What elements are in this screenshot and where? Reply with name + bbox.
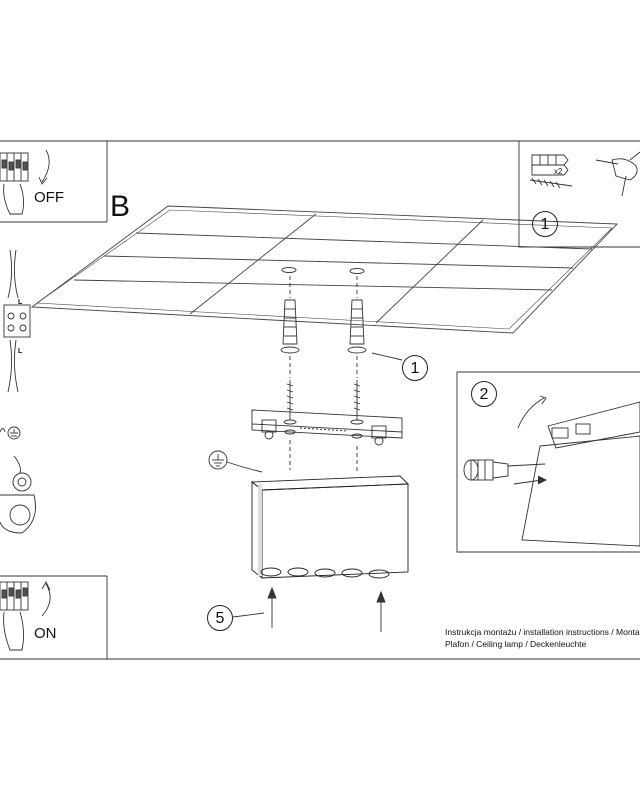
breaker-on-icon [0,581,51,651]
screw-left [283,380,297,425]
connector-step-number: 2 [471,381,497,407]
screw-right [350,380,364,425]
tools-quantity: x2 [554,167,563,176]
page-frame [0,140,640,660]
connector-panel-frame [456,371,640,553]
mount-callout-leader [232,612,265,618]
connector-plug-icon [463,459,548,485]
anchor-callout-leader [371,352,403,361]
mounting-bracket [251,409,403,446]
product-caption: Plafon / Ceiling lamp / Deckenleuchte [445,639,587,649]
wall-plugs-icon [529,154,573,189]
power-on-label: ON [34,625,57,642]
wiring-terminal-icon [3,249,31,393]
ceiling-lamp-body [250,475,410,579]
wall-plug-left [280,276,300,354]
drill-holes [281,267,365,274]
tools-step-number: 1 [532,211,558,237]
wire-label-bottom: L [18,348,23,355]
instructions-caption: Instrukcja montażu / installation instru… [445,627,640,637]
mount-callout: 5 [207,605,233,631]
wire-label-top: L [18,299,23,306]
ground-icon [208,450,263,473]
anchor-callout: 1 [402,355,428,381]
wall-plug-right [347,276,367,354]
tools-panel-frame [518,141,640,248]
breaker-off-icon [0,149,50,215]
up-arrow-right [376,590,386,632]
drill-icon [595,151,640,197]
up-arrow-left [267,586,277,628]
section-letter: B [110,190,131,223]
ground-terminal-icon [0,426,36,534]
power-off-label: OFF [34,189,64,206]
ceiling-grid [30,205,619,334]
lamp-side-view [517,395,640,547]
